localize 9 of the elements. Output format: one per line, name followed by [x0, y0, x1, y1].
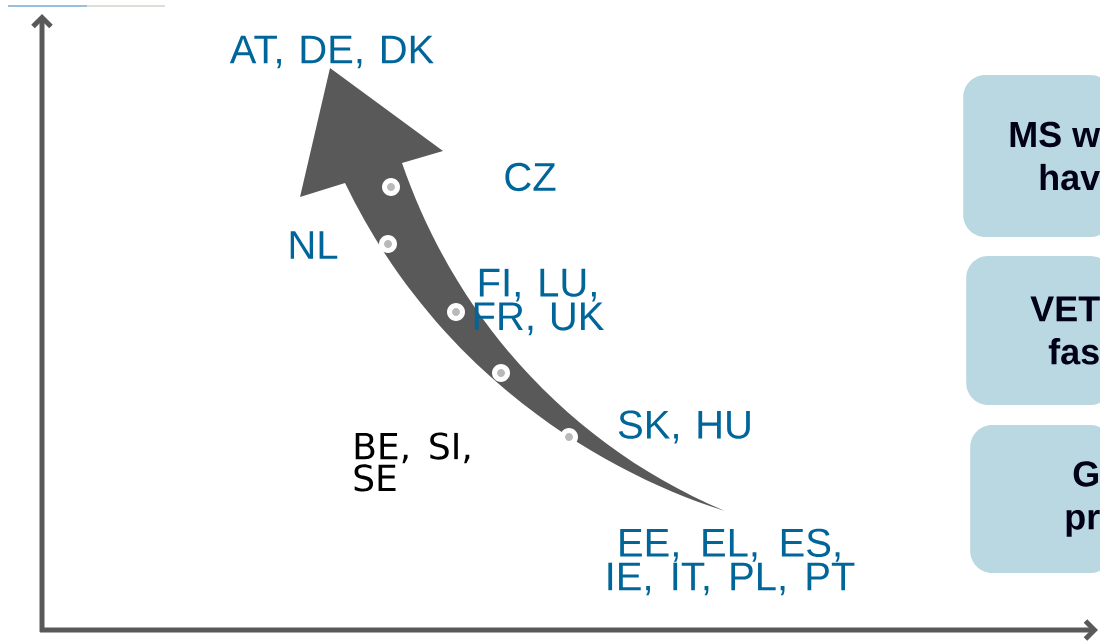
- text-box: G pr: [970, 425, 1100, 573]
- country-label: NL: [290, 231, 338, 259]
- text-box: VET fas: [966, 256, 1100, 405]
- country-label: EE, EL, ES, IE, IT, PL, PT: [608, 528, 855, 596]
- country-label: SK, HU: [618, 410, 750, 444]
- text-box: MS w hav: [963, 75, 1100, 237]
- country-label: BE, SI, SE: [354, 432, 470, 492]
- country-label: AT, DE, DK: [229, 35, 434, 69]
- country-label: CZ: [505, 162, 556, 192]
